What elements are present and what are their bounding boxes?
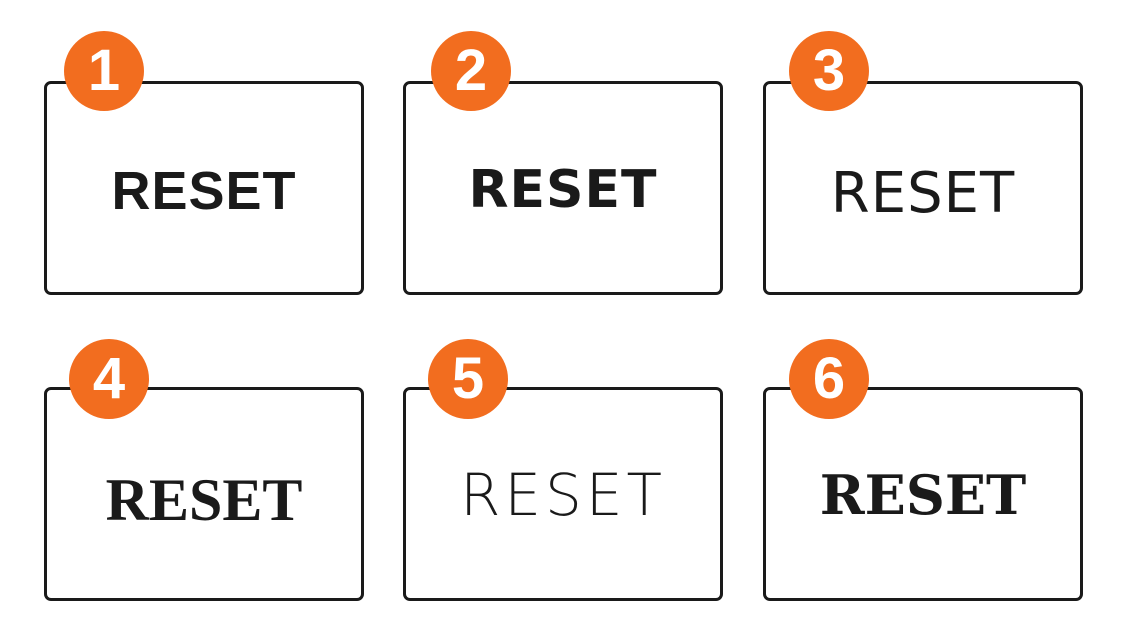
reset-label-2: RESET (468, 160, 658, 220)
number-badge-6: 6 (789, 339, 869, 419)
reset-label-4: RESET (105, 467, 303, 533)
reset-label-6: RESET (819, 463, 1027, 527)
reset-label-5: RESET (460, 461, 666, 529)
option-card-3[interactable]: RESET (763, 81, 1083, 295)
number-badge-1: 1 (64, 31, 144, 111)
reset-label-1: RESET (111, 161, 297, 221)
number-badge-4: 4 (69, 339, 149, 419)
number-badge-5: 5 (428, 339, 508, 419)
option-card-4[interactable]: RESET (44, 387, 364, 601)
option-card-2[interactable]: RESET (403, 81, 723, 295)
number-badge-2: 2 (431, 31, 511, 111)
option-card-1[interactable]: RESET (44, 81, 364, 295)
option-card-5[interactable]: RESET (403, 387, 723, 601)
reset-label-3: RESET (830, 161, 1016, 226)
number-badge-3: 3 (789, 31, 869, 111)
option-card-6[interactable]: RESET (763, 387, 1083, 601)
